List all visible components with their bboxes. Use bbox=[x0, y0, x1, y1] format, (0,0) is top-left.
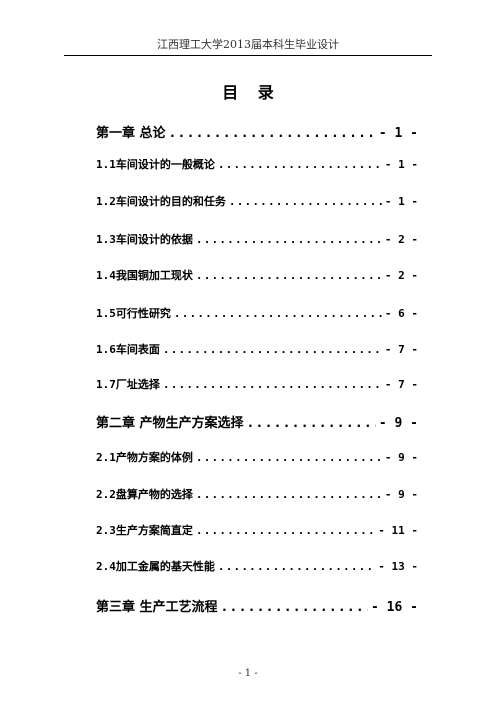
toc-entry-1-6[interactable]: 1.6车间表面 ................................… bbox=[96, 341, 418, 357]
toc-leader-dots: ........................................… bbox=[173, 307, 382, 320]
toc-leader-dots: ........................................… bbox=[246, 416, 376, 431]
toc-leader-dots: ........................................… bbox=[195, 488, 382, 501]
toc-entry-1-2[interactable]: 1.2车间设计的目的和任务 ..........................… bbox=[96, 193, 418, 209]
page-number-footer: - 1 - bbox=[238, 668, 258, 679]
toc-entry-chapter-1[interactable]: 第一章 总论 .................................… bbox=[96, 122, 418, 141]
toc-entry-label: 第二章 产物生产方案选择 bbox=[96, 416, 244, 431]
toc-entry-page: - 1 - bbox=[384, 195, 418, 208]
toc-entry-1-1[interactable]: 1.1车间设计的一般概论 ...........................… bbox=[96, 156, 418, 172]
toc-entry-label: 1.4我国铜加工现状 bbox=[96, 269, 193, 282]
toc-entry-1-3[interactable]: 1.3车间设计的依据 .............................… bbox=[96, 231, 418, 247]
toc-leader-dots: ........................................… bbox=[195, 269, 382, 282]
toc-entry-label: 第一章 总论 bbox=[96, 126, 166, 141]
toc-entry-page: - 2 - bbox=[384, 269, 418, 282]
toc-leader-dots: ........................................… bbox=[195, 233, 382, 246]
toc-leader-dots: ........................................… bbox=[195, 524, 376, 537]
toc-entry-page: - 2 - bbox=[384, 233, 418, 246]
toc-leader-dots: ........................................… bbox=[220, 600, 369, 615]
toc-entry-2-1[interactable]: 2.1产物方案的体例 .............................… bbox=[96, 449, 418, 465]
toc-entry-chapter-3[interactable]: 第三章 生产工艺流程 .............................… bbox=[96, 596, 418, 615]
toc-entry-label: 第三章 生产工艺流程 bbox=[96, 600, 218, 615]
toc-entry-page: - 9 - bbox=[384, 488, 418, 501]
toc-entry-label: 1.3车间设计的依据 bbox=[96, 233, 193, 246]
toc-leader-dots: ........................................… bbox=[217, 158, 382, 171]
toc-leader-dots: ........................................… bbox=[162, 378, 382, 391]
toc-entry-chapter-2[interactable]: 第二章 产物生产方案选择 ...........................… bbox=[96, 412, 418, 431]
toc-entry-label: 2.2盘算产物的选择 bbox=[96, 488, 193, 501]
toc-entry-label: 2.3生产方案简直定 bbox=[96, 524, 193, 537]
toc-entry-page: - 9 - bbox=[378, 416, 418, 431]
toc-entry-page: - 16 - bbox=[371, 600, 418, 615]
toc-title: 目 录 bbox=[0, 79, 496, 103]
toc-entry-1-5[interactable]: 1.5可行性研究 ...............................… bbox=[96, 305, 418, 321]
toc-entry-label: 2.1产物方案的体例 bbox=[96, 451, 193, 464]
toc-entry-page: - 7 - bbox=[384, 343, 418, 356]
toc-entry-label: 1.1车间设计的一般概论 bbox=[96, 158, 215, 171]
toc-entry-page: - 6 - bbox=[384, 307, 418, 320]
toc-title-char-1: 目 bbox=[222, 83, 239, 102]
toc-entry-label: 2.4加工金属的基天性能 bbox=[96, 560, 215, 573]
toc-entry-label: 1.5可行性研究 bbox=[96, 307, 171, 320]
toc-entry-1-7[interactable]: 1.7厂址选择 ................................… bbox=[96, 376, 418, 392]
toc-entry-2-4[interactable]: 2.4加工金属的基天性能 ...........................… bbox=[96, 558, 418, 574]
toc-entry-page: - 9 - bbox=[384, 451, 418, 464]
toc-entry-1-4[interactable]: 1.4我国铜加工现状 .............................… bbox=[96, 267, 418, 283]
toc-leader-dots: ........................................… bbox=[168, 126, 376, 141]
toc-leader-dots: ........................................… bbox=[228, 195, 382, 208]
toc-entry-page: - 7 - bbox=[384, 378, 418, 391]
running-header: 江西理工大学2013届本科生毕业设计 bbox=[157, 38, 339, 51]
toc-entry-label: 1.7厂址选择 bbox=[96, 378, 160, 391]
toc-entry-page: - 11 - bbox=[378, 524, 418, 537]
toc-entry-2-3[interactable]: 2.3生产方案简直定 .............................… bbox=[96, 522, 418, 538]
toc-entry-page: - 1 - bbox=[384, 158, 418, 171]
toc-leader-dots: ........................................… bbox=[195, 451, 382, 464]
toc-entry-label: 1.6车间表面 bbox=[96, 343, 160, 356]
toc-entry-label: 1.2车间设计的目的和任务 bbox=[96, 195, 226, 208]
toc-entry-page: - 1 - bbox=[378, 126, 418, 141]
toc-title-char-2: 录 bbox=[257, 83, 274, 102]
toc-entry-2-2[interactable]: 2.2盘算产物的选择 .............................… bbox=[96, 486, 418, 502]
header-rule bbox=[64, 55, 432, 56]
toc-leader-dots: ........................................… bbox=[217, 560, 375, 573]
toc-leader-dots: ........................................… bbox=[162, 343, 382, 356]
toc-entry-page: - 13 - bbox=[378, 560, 418, 573]
